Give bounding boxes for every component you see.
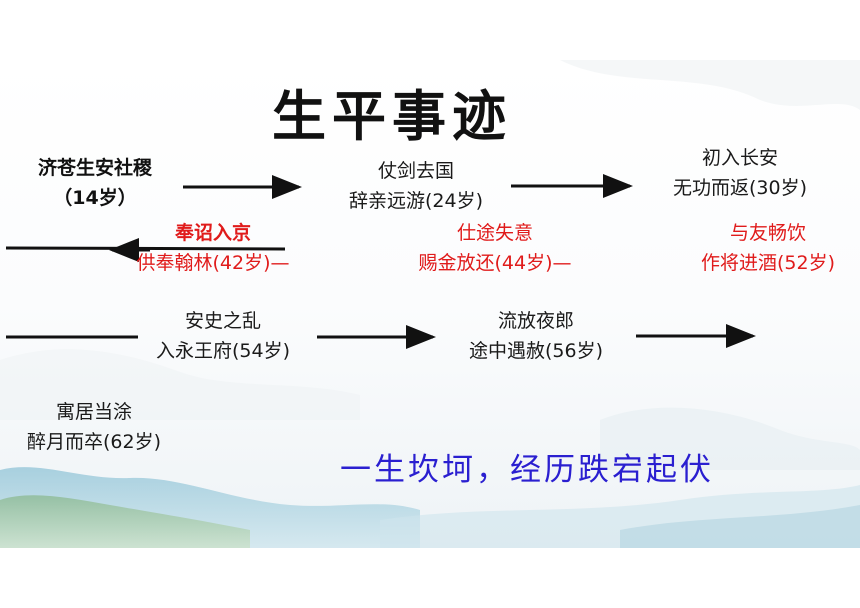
event-title: 与友畅饮 bbox=[729, 222, 806, 244]
event-detail: （14岁） bbox=[53, 187, 137, 209]
event-title: 初入长安 bbox=[701, 147, 778, 169]
event-node-62: 寓居当涂 醉月而卒(62岁) bbox=[4, 397, 184, 457]
event-detail: 入永王府(54岁) bbox=[155, 340, 290, 362]
event-node-24: 仗剑去国 辞亲远游(24岁) bbox=[326, 156, 506, 216]
event-detail: 醉月而卒(62岁) bbox=[26, 431, 161, 453]
event-node-42: 奉诏入京 供奉翰林(42岁)— bbox=[118, 218, 308, 278]
event-detail: 辞亲远游(24岁) bbox=[348, 190, 483, 212]
event-title: 安史之乱 bbox=[184, 310, 261, 332]
event-title: 寓居当涂 bbox=[55, 401, 132, 423]
event-node-44: 仕途失意 赐金放还(44岁)— bbox=[395, 218, 595, 278]
event-title: 济苍生安社稷 bbox=[37, 157, 152, 179]
event-title: 仕途失意 bbox=[456, 222, 533, 244]
event-detail: 无功而返(30岁) bbox=[672, 177, 807, 199]
event-detail: 途中遇赦(56岁) bbox=[468, 340, 603, 362]
event-node-56: 流放夜郎 途中遇赦(56岁) bbox=[446, 306, 626, 366]
event-detail: 供奉翰林(42岁)— bbox=[136, 252, 290, 274]
event-title: 仗剑去国 bbox=[377, 160, 454, 182]
summary-slogan: 一生坎坷，经历跌宕起伏 bbox=[340, 452, 714, 488]
event-node-54: 安史之乱 入永王府(54岁) bbox=[133, 306, 313, 366]
event-node-14: 济苍生安社稷 （14岁） bbox=[30, 153, 160, 213]
event-detail: 作将进酒(52岁) bbox=[700, 252, 835, 274]
event-node-52: 与友畅饮 作将进酒(52岁) bbox=[678, 218, 858, 278]
event-node-30: 初入长安 无功而返(30岁) bbox=[650, 143, 830, 203]
page-title: 生平事迹 bbox=[272, 84, 512, 148]
event-title: 流放夜郎 bbox=[497, 310, 574, 332]
event-title: 奉诏入京 bbox=[174, 222, 251, 244]
event-detail: 赐金放还(44岁)— bbox=[418, 252, 572, 274]
